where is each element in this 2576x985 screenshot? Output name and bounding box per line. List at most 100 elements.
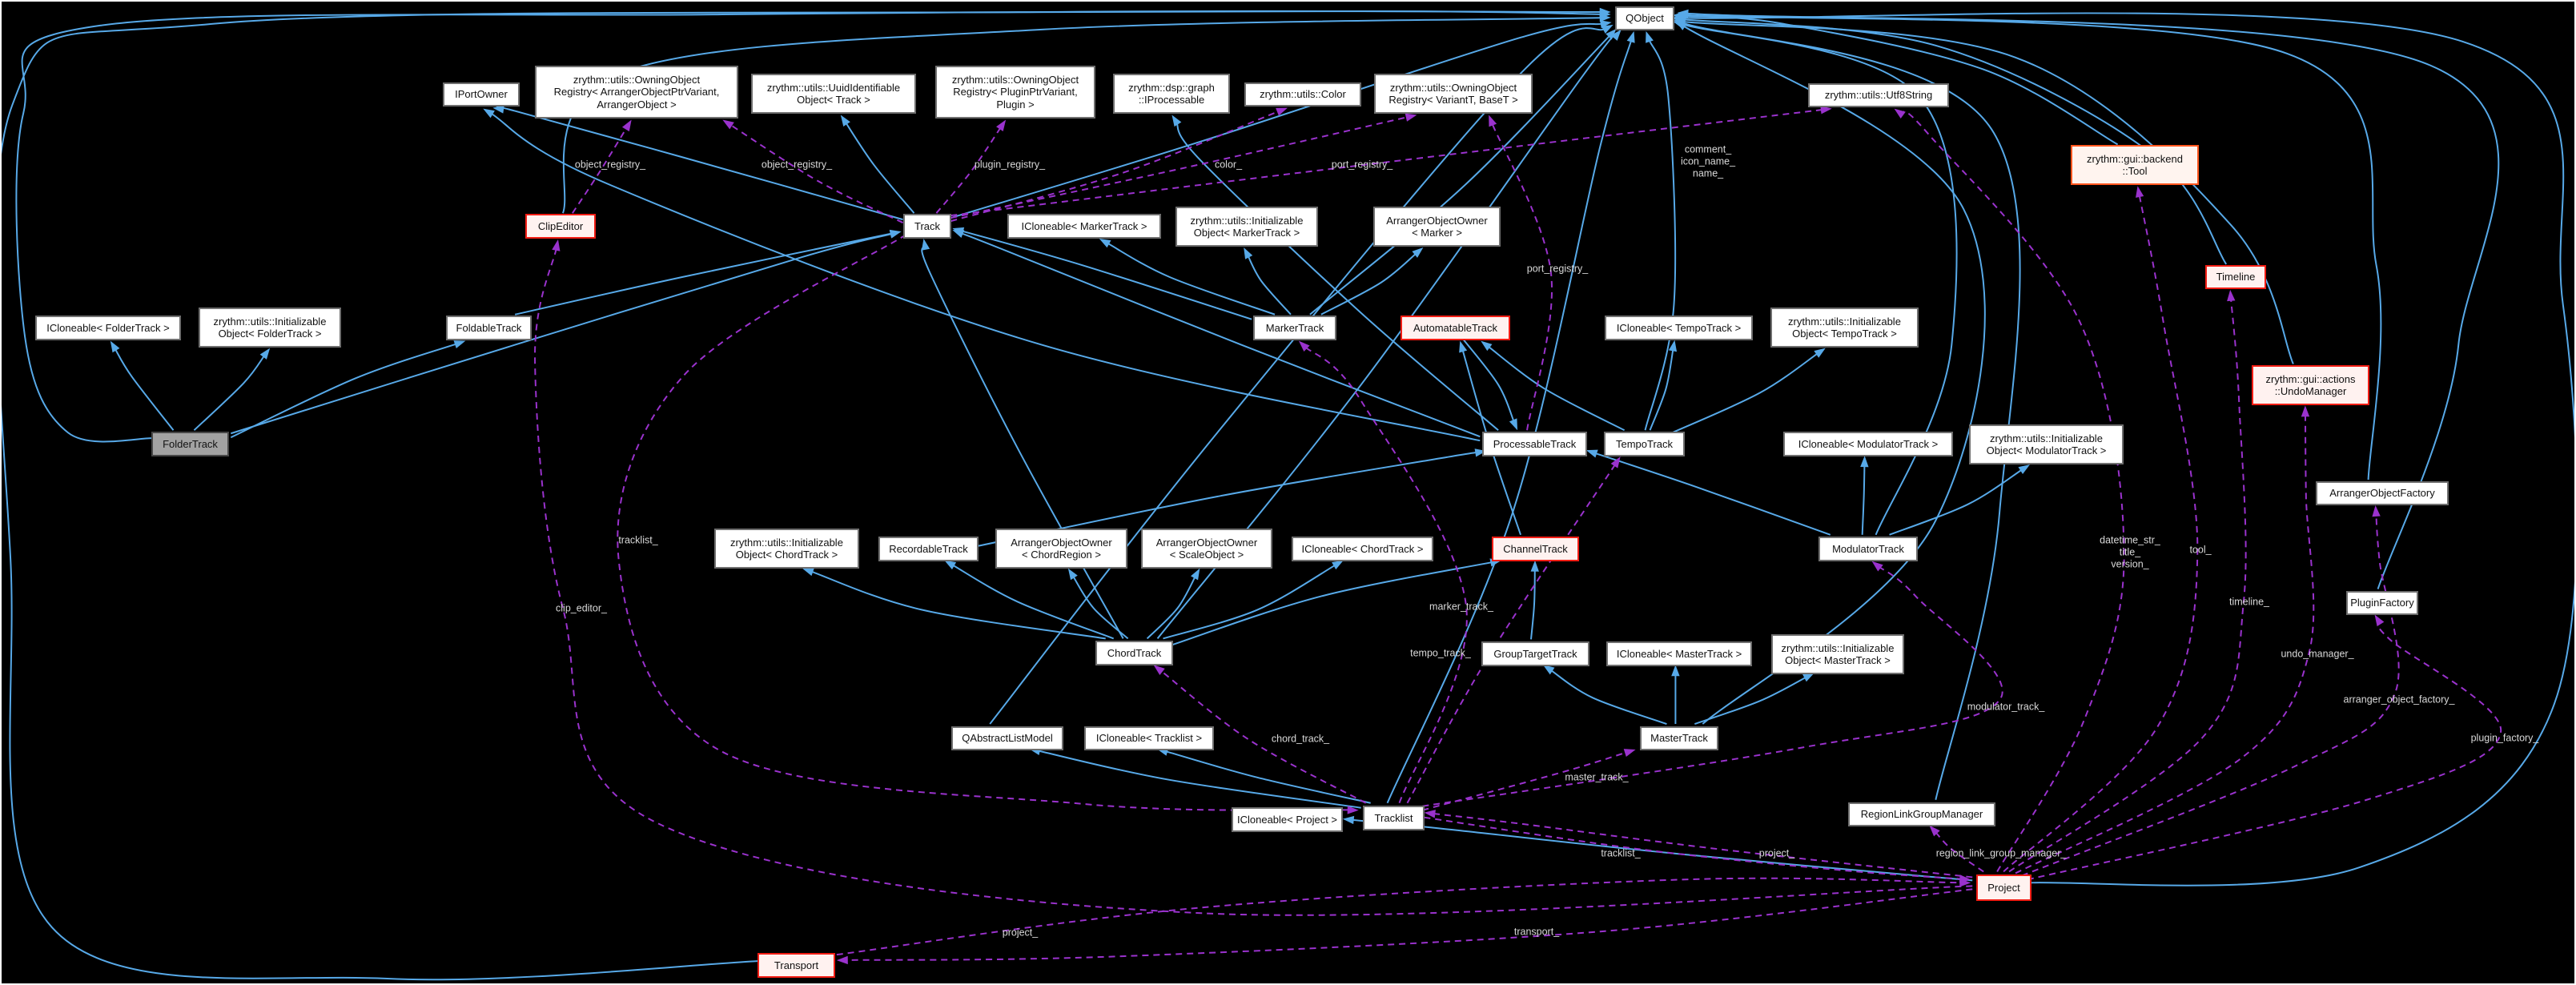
- arrowhead-project-transport: [836, 955, 848, 965]
- node-tool[interactable]: zrythm::gui::backend ::Tool: [2071, 145, 2199, 185]
- edge-tempotrack-automatable: [1486, 344, 1626, 432]
- edge-label-tracklist-tempotrack: tempo_track_: [1410, 647, 1471, 659]
- edge-label-track-tracklist: tracklist_: [618, 534, 658, 546]
- node-owner_scale[interactable]: ArrangerObjectOwner < ScaleObject >: [1141, 529, 1272, 569]
- node-undomanager[interactable]: zrythm::gui::actions ::UndoManager: [2252, 365, 2369, 405]
- edge-chordtrack-init_chord: [810, 570, 1106, 640]
- node-timeline[interactable]: Timeline: [2205, 265, 2266, 289]
- node-qobject[interactable]: QObject: [1615, 6, 1674, 30]
- edge-grouptarget-channeltrack: [1530, 568, 1536, 640]
- node-iclone_project[interactable]: ICloneable< Project >: [1232, 807, 1343, 832]
- edge-track-qobject: [950, 22, 1605, 219]
- node-grouptarget[interactable]: GroupTargetTrack: [1481, 641, 1589, 666]
- node-iclone_folder[interactable]: ICloneable< FolderTrack >: [35, 316, 181, 340]
- node-pluginfactory[interactable]: PluginFactory: [2346, 591, 2418, 615]
- node-reg_arrobj[interactable]: zrythm::utils::OwningObject Registry< Ar…: [535, 66, 738, 119]
- node-mastertrack[interactable]: MasterTrack: [1640, 726, 1718, 750]
- edge-label-project-tool: tool_: [2189, 544, 2212, 556]
- edge-project-timeline: [2008, 297, 2247, 873]
- edge-pluginfactory-qobject: [1685, 12, 2500, 589]
- edge-tempotrack-qobject: [1644, 38, 1677, 431]
- node-init_tempo[interactable]: zrythm::utils::Initializable Object< Tem…: [1770, 308, 1919, 348]
- arrowhead-modulatortrack-processable: [1585, 449, 1598, 458]
- node-automatable[interactable]: AutomatableTrack: [1401, 316, 1510, 340]
- arrowhead-project-tool: [2136, 186, 2144, 198]
- edge-chordtrack-iclone_chord: [1163, 563, 1337, 640]
- node-iclone_tracklist[interactable]: ICloneable< Tracklist >: [1084, 726, 1214, 750]
- arrowhead-foldertrack-iclone_folder: [110, 340, 120, 353]
- node-clipeditor[interactable]: ClipEditor: [525, 214, 596, 239]
- arrowhead-project-tracklist: [1424, 810, 1436, 818]
- edge-project-undomanager: [2015, 413, 2315, 874]
- node-regionlink[interactable]: RegionLinkGroupManager: [1848, 802, 1995, 826]
- node-owner_chordregion[interactable]: ArrangerObjectOwner < ChordRegion >: [995, 529, 1127, 569]
- node-color[interactable]: zrythm::utils::Color: [1244, 82, 1361, 107]
- node-transport[interactable]: Transport: [758, 953, 835, 978]
- node-chordtrack[interactable]: ChordTrack: [1095, 641, 1173, 665]
- arrowhead-qabstractlistmodel-qobject: [1601, 24, 1614, 34]
- node-init_marker[interactable]: zrythm::utils::Initializable Object< Mar…: [1175, 207, 1318, 247]
- arrowhead-mastertrack-grouptarget: [1542, 665, 1555, 675]
- edge-modulatortrack-processable: [1593, 452, 1831, 536]
- node-recordable[interactable]: RecordableTrack: [878, 537, 979, 561]
- edge-project-tracklist: [1432, 812, 1973, 878]
- edge-project-tool: [2003, 193, 2199, 873]
- node-utf8[interactable]: zrythm::utils::Utf8String: [1808, 83, 1949, 107]
- node-project[interactable]: Project: [1976, 874, 2031, 901]
- edge-tracklist-iclone_tracklist: [1163, 750, 1371, 804]
- node-tempotrack[interactable]: TempoTrack: [1604, 432, 1685, 456]
- edge-markertrack-owner_marker: [1320, 251, 1418, 316]
- edge-track-color: [950, 110, 1281, 223]
- node-track[interactable]: Track: [903, 214, 951, 239]
- edge-label-track-color: color_: [1214, 159, 1243, 171]
- node-modulatortrack[interactable]: ModulatorTrack: [1818, 537, 1918, 561]
- edge-label-tracklist-markertrack: marker_track_: [1429, 601, 1493, 613]
- node-reg_variant[interactable]: zrythm::utils::OwningObject Registry< Va…: [1374, 74, 1533, 114]
- node-owner_marker[interactable]: ArrangerObjectOwner < Marker >: [1373, 207, 1501, 247]
- node-arrobjfactory[interactable]: ArrangerObjectFactory: [2316, 481, 2449, 505]
- node-iclone_mod[interactable]: ICloneable< ModulatorTrack >: [1783, 432, 1953, 456]
- node-init_folder[interactable]: zrythm::utils::Initializable Object< Fol…: [199, 308, 341, 348]
- node-iclone_tempo[interactable]: ICloneable< TempoTrack >: [1605, 316, 1753, 340]
- node-tracklist[interactable]: Tracklist: [1363, 806, 1425, 830]
- edge-track-reg_plugin: [935, 126, 1003, 214]
- edge-label-transport-project: project_: [1002, 927, 1039, 939]
- arrowhead-modulatortrack-init_mod: [2018, 464, 2030, 475]
- node-init_mod[interactable]: zrythm::utils::Initializable Object< Mod…: [1969, 424, 2124, 464]
- node-processable[interactable]: ProcessableTrack: [1482, 432, 1587, 456]
- arrowhead-modulatortrack-iclone_mod: [1860, 456, 1869, 468]
- node-uuid_track[interactable]: zrythm::utils::UuidIdentifiable Object< …: [751, 74, 916, 114]
- edge-project-iclone_project: [1350, 818, 1973, 882]
- node-qabstractlistmodel[interactable]: QAbstractListModel: [951, 726, 1063, 750]
- node-reg_plugin[interactable]: zrythm::utils::OwningObject Registry< Pl…: [935, 66, 1095, 119]
- arrowhead-track-color: [1276, 107, 1288, 116]
- arrowhead-markertrack-init_marker: [1244, 247, 1253, 259]
- node-foldable[interactable]: FoldableTrack: [446, 316, 532, 340]
- arrowhead-pluginfactory-qobject: [1677, 9, 1689, 18]
- arrowhead-processable-reg_variant: [1489, 115, 1497, 127]
- arrowhead-tracklist-modulatortrack: [1871, 561, 1883, 572]
- arrowhead-project-utf8: [1894, 108, 1906, 119]
- node-iclone_chord[interactable]: ICloneable< ChordTrack >: [1292, 537, 1433, 561]
- edge-tempotrack-init_tempo: [1672, 352, 1820, 434]
- edge-label-tracklist-chordtrack: chord_track_: [1271, 733, 1330, 745]
- arrowhead-chordtrack-iclone_chord: [1332, 560, 1344, 570]
- node-iclone_marker[interactable]: ICloneable< MarkerTrack >: [1007, 214, 1161, 239]
- arrowhead-track-iportowner: [492, 105, 504, 114]
- node-channeltrack[interactable]: ChannelTrack: [1492, 537, 1579, 561]
- edge-foldertrack-track: [231, 232, 894, 435]
- arrowhead-tracklist-markertrack: [1298, 340, 1310, 352]
- node-init_chord[interactable]: zrythm::utils::Initializable Object< Cho…: [714, 529, 859, 569]
- node-init_master[interactable]: zrythm::utils::Initializable Object< Mas…: [1771, 634, 1904, 674]
- arrowhead-track-reg_arrobj: [722, 119, 734, 130]
- arrowhead-project-clipeditor: [552, 239, 561, 251]
- node-iclone_master[interactable]: ICloneable< MasterTrack >: [1606, 641, 1752, 666]
- edge-label-processable-reg_variant: port_registry_: [1526, 263, 1589, 275]
- node-iportowner[interactable]: IPortOwner: [443, 82, 520, 107]
- arrowhead-processable-iprocessable: [1171, 115, 1182, 127]
- arrowhead-track-tracklist: [1347, 806, 1359, 814]
- arrowhead-foldable-track: [889, 229, 902, 238]
- node-iprocessable[interactable]: zrythm::dsp::graph ::IProcessable: [1113, 74, 1230, 114]
- node-markertrack[interactable]: MarkerTrack: [1253, 316, 1336, 340]
